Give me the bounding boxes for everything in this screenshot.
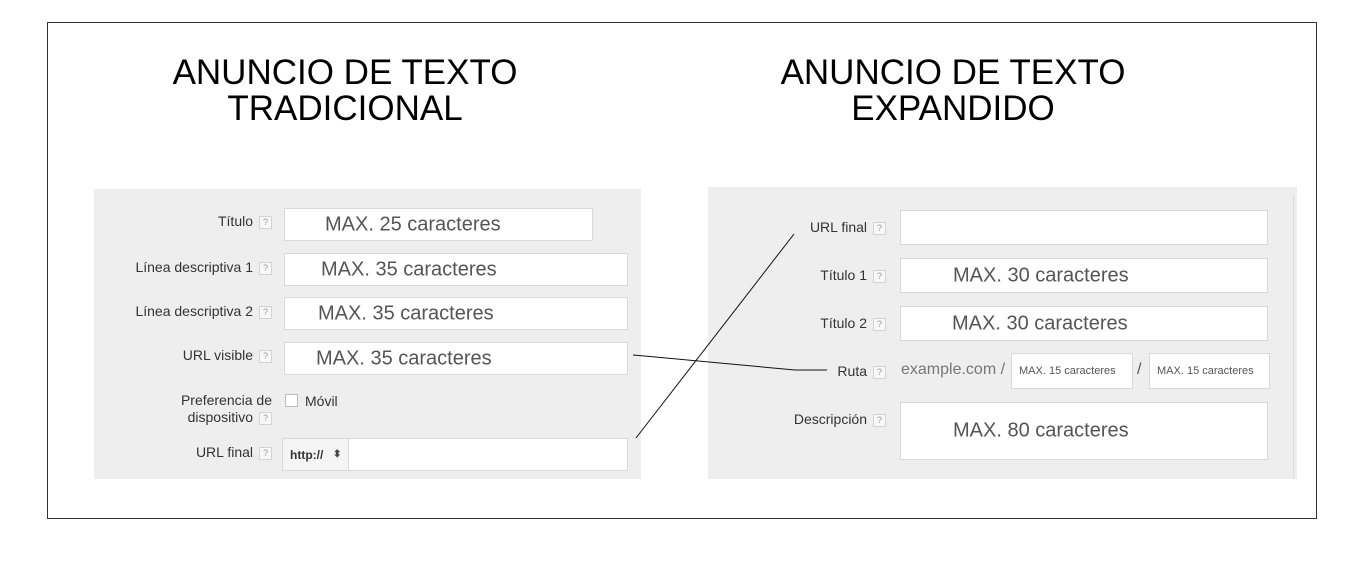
input-value: MAX. 35 caracteres <box>318 302 494 324</box>
label-text: URL visible <box>182 347 253 363</box>
label-linea-2: Línea descriptiva 2? <box>135 303 272 319</box>
label-text: Título 1 <box>820 267 867 283</box>
updown-arrow-icon: ⬍ <box>333 448 342 460</box>
label-text: URL final <box>195 444 253 460</box>
help-icon[interactable]: ? <box>259 349 272 363</box>
heading-traditional: ANUNCIO DE TEXTO TRADICIONAL <box>145 55 545 127</box>
heading-line: EXPANDIDO <box>851 89 1055 128</box>
label-url-visible: URL visible? <box>183 347 272 363</box>
ruta-separator: / <box>1137 361 1142 378</box>
help-icon[interactable]: ? <box>873 317 886 331</box>
input-value: MAX. 35 caracteres <box>321 258 497 280</box>
help-icon[interactable]: ? <box>259 411 272 425</box>
label-text: Línea descriptiva 1 <box>135 259 253 275</box>
label-titulo-1: Título 1? <box>820 267 886 283</box>
label-url-final-expanded: URL final? <box>810 219 886 235</box>
help-icon[interactable]: ? <box>873 365 886 379</box>
label-preferencia-dispositivo: Preferencia de dispositivo? <box>181 392 272 426</box>
label-text: URL final <box>809 219 867 235</box>
label-text: Título <box>217 213 253 229</box>
ruta-path-2-input[interactable]: MAX. 15 caracteres <box>1149 353 1270 389</box>
label-text: Descripción <box>793 411 867 427</box>
label-titulo-2: Título 2? <box>820 315 886 331</box>
label-url-final: URL final? <box>196 444 272 460</box>
help-icon[interactable]: ? <box>259 215 272 229</box>
help-icon[interactable]: ? <box>873 413 886 427</box>
help-icon[interactable]: ? <box>259 446 272 460</box>
help-icon[interactable]: ? <box>873 221 886 235</box>
ruta-domain: example.com / <box>901 361 1006 378</box>
input-value: MAX. 15 caracteres <box>1157 365 1254 377</box>
help-icon[interactable]: ? <box>873 269 886 283</box>
label-titulo: Título? <box>218 213 272 229</box>
titulo-2-input[interactable]: MAX. 30 caracteres <box>900 306 1268 341</box>
movil-checkbox-label: Móvil <box>305 393 338 409</box>
label-text: dispositivo <box>187 409 253 425</box>
help-icon[interactable]: ? <box>259 305 272 319</box>
heading-line: TRADICIONAL <box>227 89 463 128</box>
descripcion-input[interactable]: MAX. 80 caracteres <box>900 402 1268 460</box>
label-ruta: Ruta? <box>837 363 886 379</box>
url-visible-input[interactable]: MAX. 35 caracteres <box>284 342 628 375</box>
input-value: MAX. 30 caracteres <box>952 312 1128 334</box>
label-descripcion: Descripción? <box>794 411 886 427</box>
movil-checkbox[interactable] <box>285 394 298 407</box>
titulo-input[interactable]: MAX. 25 caracteres <box>284 208 593 241</box>
input-value: MAX. 15 caracteres <box>1019 365 1116 377</box>
input-value: MAX. 30 caracteres <box>953 264 1129 286</box>
label-text: Título 2 <box>820 315 867 331</box>
label-text: Ruta <box>837 363 867 379</box>
titulo-1-input[interactable]: MAX. 30 caracteres <box>900 258 1268 293</box>
label-text: Preferencia de <box>180 392 272 408</box>
url-final-input[interactable] <box>348 438 628 471</box>
help-icon[interactable]: ? <box>259 261 272 275</box>
diagram-frame <box>47 22 1317 519</box>
url-final-expanded-input[interactable] <box>900 210 1268 245</box>
label-linea-1: Línea descriptiva 1? <box>135 259 272 275</box>
input-value: MAX. 25 caracteres <box>325 213 501 235</box>
panel-divider <box>1293 195 1294 479</box>
heading-expanded: ANUNCIO DE TEXTO EXPANDIDO <box>753 55 1153 127</box>
ruta-path-1-input[interactable]: MAX. 15 caracteres <box>1011 353 1133 389</box>
linea-descriptiva-1-input[interactable]: MAX. 35 caracteres <box>284 253 628 286</box>
heading-line: ANUNCIO DE TEXTO <box>172 53 518 92</box>
input-value: MAX. 80 caracteres <box>953 419 1129 442</box>
input-value: MAX. 35 caracteres <box>316 347 492 369</box>
label-text: Línea descriptiva 2 <box>135 303 253 319</box>
heading-line: ANUNCIO DE TEXTO <box>780 53 1126 92</box>
linea-descriptiva-2-input[interactable]: MAX. 35 caracteres <box>284 297 628 330</box>
protocol-value: http:// <box>290 447 324 462</box>
protocol-select[interactable]: http:// ⬍ <box>282 438 349 471</box>
